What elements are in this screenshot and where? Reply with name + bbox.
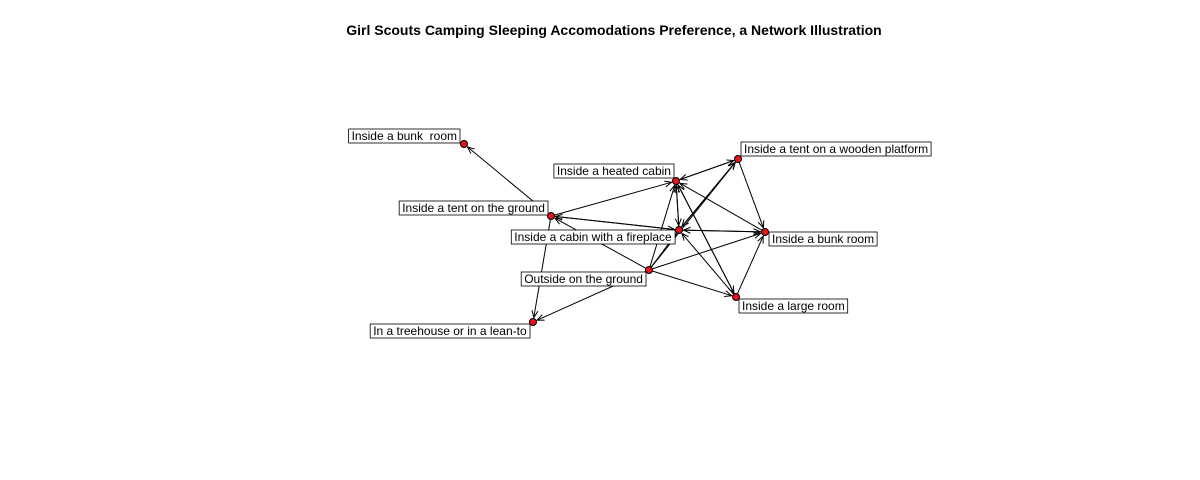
edge-bunk-room-to-heated-cabin bbox=[680, 183, 763, 231]
node-label-box bbox=[738, 298, 849, 314]
node-bunk-room bbox=[761, 228, 769, 236]
edge-tent-platform-to-bunk-room bbox=[738, 162, 763, 228]
figure-title: Girl Scouts Camping Sleeping Accomodatio… bbox=[346, 22, 882, 38]
edge-heated-cabin-to-cabin-fireplace bbox=[676, 184, 679, 226]
edge-tent-ground-to-heated-cabin bbox=[554, 182, 671, 216]
node-label-box bbox=[369, 323, 531, 339]
node-label-text: Outside on the ground bbox=[524, 272, 643, 286]
node-label-box bbox=[553, 163, 675, 179]
node-label-tent-platform: Inside a tent on a wooden platform bbox=[740, 141, 932, 157]
nodes-layer bbox=[460, 140, 769, 326]
edge-large-room-to-bunk-room bbox=[736, 236, 763, 295]
node-label-text: Inside a tent on the ground bbox=[402, 201, 545, 215]
edge-heated-cabin-to-tent-platform bbox=[679, 161, 734, 181]
node-label-large-room: Inside a large room bbox=[738, 298, 849, 314]
node-label-box bbox=[398, 200, 549, 216]
node-label-box bbox=[348, 128, 461, 144]
edge-large-room-to-cabin-fireplace bbox=[682, 233, 735, 295]
node-label-text: In a treehouse or in a lean-to bbox=[373, 324, 527, 338]
edge-outside-ground-to-heated-cabin bbox=[649, 185, 675, 267]
node-large-room bbox=[732, 293, 740, 301]
node-label-text: Inside a heated cabin bbox=[557, 164, 671, 178]
node-label-box bbox=[510, 229, 676, 245]
node-label-outside-ground: Outside on the ground bbox=[520, 271, 647, 287]
node-label-text: Inside a bunk room bbox=[772, 232, 874, 246]
node-treehouse bbox=[529, 318, 537, 326]
node-label-text: Inside a large room bbox=[742, 299, 845, 313]
node-label-box bbox=[740, 141, 932, 157]
node-label-text: Inside a bunk room bbox=[352, 129, 457, 143]
edge-heated-cabin-to-large-room bbox=[677, 183, 734, 293]
node-label-heated-cabin: Inside a heated cabin bbox=[553, 163, 675, 179]
edge-bunk-room-to-cabin-fireplace bbox=[684, 230, 762, 232]
node-label-bunk-room: Inside a bunk room bbox=[768, 231, 878, 247]
node-label-text: Inside a cabin with a fireplace bbox=[514, 230, 672, 244]
node-label-cabin-fireplace: Inside a cabin with a fireplace bbox=[510, 229, 676, 245]
edges-layer bbox=[468, 147, 764, 320]
node-tent-platform bbox=[734, 155, 742, 163]
node-cabin-fireplace bbox=[675, 226, 683, 234]
node-label-text: Inside a tent on a wooden platform bbox=[744, 142, 928, 156]
node-outside-ground bbox=[645, 266, 653, 274]
node-heated-cabin bbox=[672, 177, 680, 185]
edge-outside-ground-to-bunk-room bbox=[652, 233, 760, 270]
node-label-treehouse: In a treehouse or in a lean-to bbox=[369, 323, 531, 339]
node-label-box bbox=[520, 271, 647, 287]
node-label-box bbox=[768, 231, 878, 247]
edge-outside-ground-to-large-room bbox=[652, 270, 731, 296]
edge-cabin-fireplace-to-tent-ground bbox=[556, 217, 676, 231]
node-tent-ground bbox=[547, 212, 555, 220]
edge-tent-platform-to-cabin-fireplace bbox=[682, 161, 737, 227]
node-bunk-room-top bbox=[460, 140, 468, 148]
node-label-bunk-room-top: Inside a bunk room bbox=[348, 128, 461, 144]
node-label-tent-ground: Inside a tent on the ground bbox=[398, 200, 549, 216]
